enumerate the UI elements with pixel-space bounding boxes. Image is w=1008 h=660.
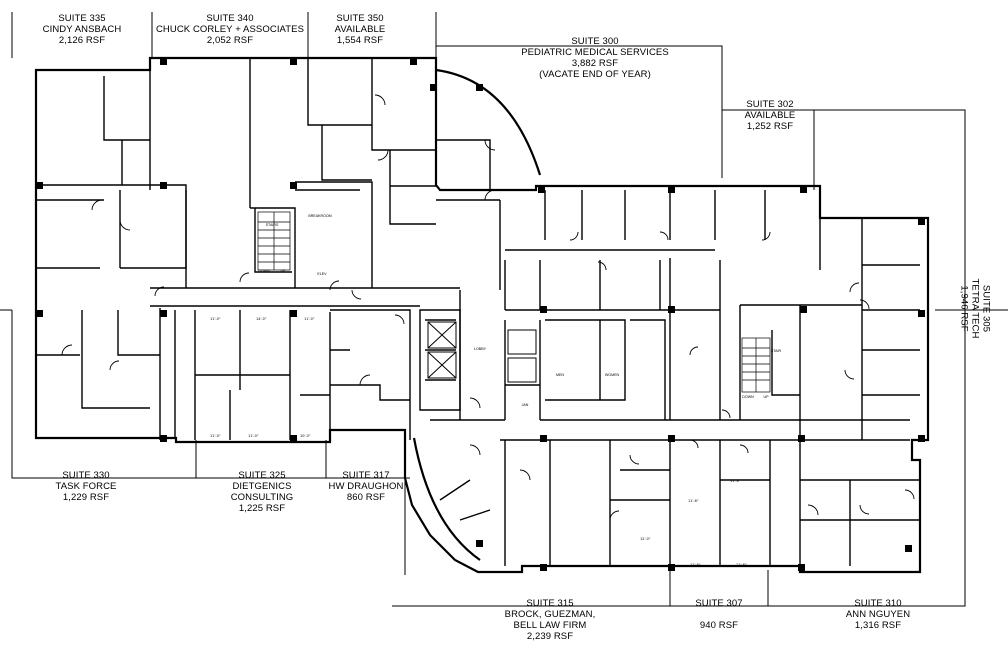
up-label-right: UP — [764, 395, 770, 399]
suite-tenant: CINDY ANSBACH — [42, 24, 122, 35]
suite-number: SUITE 340 — [206, 13, 254, 24]
suite-number: SUITE 315 — [526, 598, 574, 609]
suite-tenant: AVAILABLE — [334, 24, 386, 35]
dimension-lines — [0, 12, 1008, 607]
suite-number: SUITE 317 — [342, 470, 390, 481]
suite-tenant-line2: BELL LAW FIRM — [513, 620, 587, 631]
suite-335-label: SUITE 335 CINDY ANSBACH 2,126 RSF — [24, 13, 140, 46]
suite-area: 3,882 RSF — [571, 58, 619, 69]
up-label: UP — [281, 269, 287, 273]
down-label-right: DOWN — [742, 395, 754, 399]
svg-text:11'-0": 11'-0" — [304, 317, 315, 321]
down-label: DOWN — [258, 269, 270, 273]
room-dimension-marks: 11'-0" 14'-0" 11'-0" 11'-0" 11'-0" 10'-0" 12… — [210, 317, 747, 567]
suite-tenant-line1: DIETGENICS — [232, 481, 292, 492]
suite-area: 2,239 RSF — [526, 631, 574, 642]
suite-area: 860 RSF — [346, 492, 386, 503]
suite-tenant: ANN NGUYEN — [845, 609, 911, 620]
suite-area: 940 RSF — [699, 620, 739, 631]
suite-number: SUITE 310 — [854, 598, 902, 609]
room-labels: BREAKROOM ELEV LOBBY MEN WOMEN JAN STAIR… — [258, 214, 781, 407]
suite-area: 2,052 RSF — [206, 35, 254, 46]
suite-310-label: SUITE 310 ANN NGUYEN 1,316 RSF — [820, 598, 936, 631]
suite-tenant-line2: CONSULTING — [230, 492, 294, 503]
suite-spacer — [676, 609, 762, 620]
women-label: WOMEN — [605, 373, 620, 377]
svg-text:11'-6": 11'-6" — [736, 563, 747, 567]
svg-text:11'-6": 11'-6" — [688, 499, 699, 503]
suite-tenant: PEDIATRIC MEDICAL SERVICES — [521, 47, 669, 58]
suite-number: SUITE 350 — [336, 13, 384, 24]
suite-315-label: SUITE 315 BROCK, GUEZMAN, BELL LAW FIRM … — [490, 598, 610, 642]
suite-325-label: SUITE 325 DIETGENICS CONSULTING 1,225 RS… — [212, 470, 312, 514]
suite-number: SUITE 307 — [695, 598, 743, 609]
suite-305-label: SUITE 305 TETRA TECH 1,946 RSF — [959, 259, 992, 359]
svg-text:12'-0": 12'-0" — [640, 537, 651, 541]
interior-walls — [35, 58, 920, 566]
suite-300-label: SUITE 300 PEDIATRIC MEDICAL SERVICES 3,8… — [500, 36, 690, 80]
stairs-label: STAIRS — [266, 223, 279, 227]
suite-number: SUITE 325 — [238, 470, 286, 481]
suite-tenant: HW DRAUGHON — [328, 481, 404, 492]
lobby-label: LOBBY — [474, 347, 487, 351]
suite-area: 1,252 RSF — [746, 121, 794, 132]
suite-330-label: SUITE 330 TASK FORCE 1,229 RSF — [36, 470, 136, 503]
structural-columns — [36, 58, 925, 571]
door-swings — [61, 94, 915, 521]
suite-number: SUITE 335 — [58, 13, 106, 24]
breakroom-label: BREAKROOM — [308, 214, 331, 218]
suite-area: 1,316 RSF — [854, 620, 902, 631]
suite-340-label: SUITE 340 CHUCK CORLEY + ASSOCIATES 2,05… — [152, 13, 308, 46]
stair-label: STAIR — [771, 349, 782, 353]
suite-number: SUITE 330 — [62, 470, 110, 481]
suite-350-label: SUITE 350 AVAILABLE 1,554 RSF — [310, 13, 410, 46]
suite-tenant: AVAILABLE — [744, 110, 796, 121]
suite-307-label: SUITE 307 940 RSF — [676, 598, 762, 631]
suite-tenant-line1: BROCK, GUEZMAN, — [504, 609, 596, 620]
stairwells — [257, 211, 771, 393]
suite-area: 1,225 RSF — [238, 503, 286, 514]
suite-note: (VACATE END OF YEAR) — [539, 69, 651, 80]
elev-label: ELEV — [317, 272, 327, 276]
suite-tenant: TASK FORCE — [55, 481, 117, 492]
suite-area: 1,946 RSF — [958, 285, 970, 332]
suite-number: SUITE 305 — [980, 284, 992, 333]
jan-label: JAN — [522, 403, 529, 407]
svg-text:11'-0": 11'-0" — [210, 317, 221, 321]
suite-tenant: CHUCK CORLEY + ASSOCIATES — [155, 24, 305, 35]
svg-text:11'-0": 11'-0" — [210, 434, 221, 438]
suite-317-label: SUITE 317 HW DRAUGHON 860 RSF — [322, 470, 410, 503]
svg-text:10'-0": 10'-0" — [300, 434, 311, 438]
suite-area: 1,229 RSF — [62, 492, 110, 503]
men-label: MEN — [556, 373, 564, 377]
svg-text:14'-0": 14'-0" — [256, 317, 267, 321]
suite-area: 2,126 RSF — [58, 35, 106, 46]
svg-text:11'-6": 11'-6" — [730, 479, 741, 483]
suite-number: SUITE 302 — [746, 99, 794, 110]
suite-tenant: TETRA TECH — [969, 278, 981, 339]
svg-text:11'-6": 11'-6" — [690, 563, 701, 567]
elevator-shafts — [427, 321, 537, 383]
exterior-walls — [34, 56, 930, 574]
suite-302-label: SUITE 302 AVAILABLE 1,252 RSF — [720, 99, 820, 132]
svg-text:11'-0": 11'-0" — [248, 434, 259, 438]
suite-number: SUITE 300 — [571, 36, 619, 47]
suite-area: 1,554 RSF — [336, 35, 384, 46]
